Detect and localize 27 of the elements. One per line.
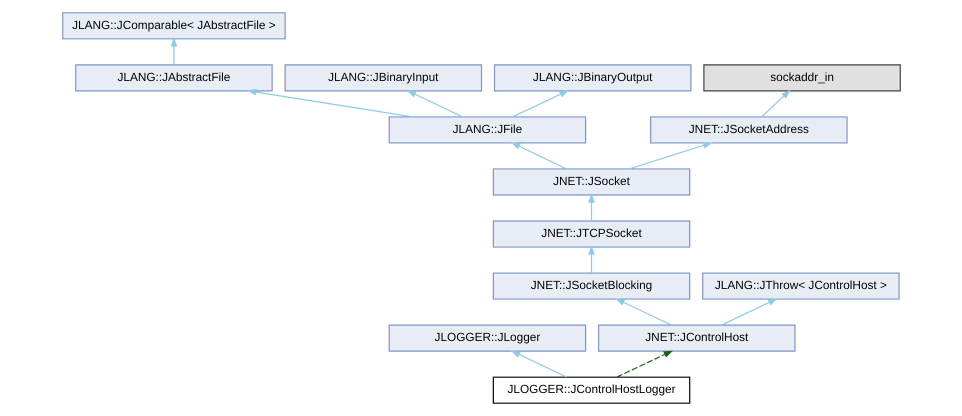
node-box: JLANG::JBinaryInput — [284, 64, 482, 92]
node-box: JLANG::JFile — [388, 116, 586, 144]
arrow — [512, 90, 569, 118]
node-box: JNET::JSocketBlocking — [492, 272, 690, 300]
arrow — [406, 90, 462, 118]
node-box: JNET::JSocket — [492, 168, 690, 196]
node-box: JLANG::JComparable< JAbstractFile > — [62, 12, 286, 40]
node-box: JLANG::JAbstractFile — [74, 64, 272, 92]
node-box: JNET::JTCPSocket — [492, 220, 690, 248]
arrow — [614, 298, 672, 326]
arrow — [510, 350, 566, 378]
arrow — [760, 90, 790, 118]
node-box: sockaddr_in — [702, 64, 900, 92]
node-box: JLOGGER::JControlHostLogger — [492, 376, 690, 404]
arrow — [628, 142, 712, 170]
node-box: JLOGGER::JLogger — [388, 324, 586, 352]
node-box: JNET::JControlHost — [598, 324, 796, 352]
arrow — [246, 88, 412, 118]
node-box: JNET::JSocketAddress — [650, 116, 848, 144]
node-box: JLANG::JBinaryOutput — [493, 64, 691, 92]
arrow — [170, 37, 177, 65]
arrow — [616, 350, 673, 378]
arrow — [721, 298, 778, 326]
arrow — [588, 245, 594, 273]
arrow — [588, 193, 594, 221]
arrow — [510, 142, 566, 170]
node-box: JLANG::JThrow< JControlHost > — [702, 272, 900, 300]
